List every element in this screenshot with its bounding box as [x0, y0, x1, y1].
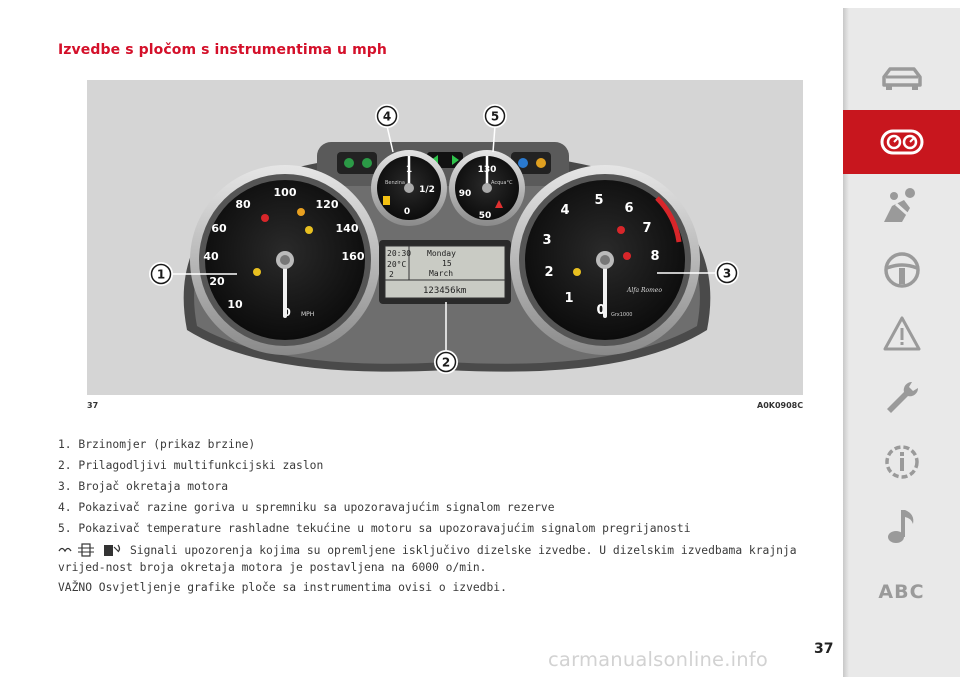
multifunction-display: 20:30 20°C 2 Monday 15 March 123456km [379, 240, 511, 304]
speedo-tick: 10 [227, 298, 243, 311]
tacho-unit: Grx1000 [611, 312, 632, 318]
page-number: 37 [814, 641, 834, 657]
speedometer: 100 80 120 60 140 40 160 20 10 0 MPH [190, 165, 380, 355]
instrument-panel-figure: 100 80 120 60 140 40 160 20 10 0 MPH [87, 80, 803, 395]
tachometer: 1 2 3 4 5 6 7 8 0 Alfa Romeo Grx1000 [510, 165, 700, 355]
warning-light-icon [297, 208, 305, 216]
turn-right-icon [452, 155, 459, 165]
check-engine-icon [573, 268, 581, 276]
sidebar-item-maintenance[interactable] [843, 366, 960, 430]
speedo-tick: 60 [211, 222, 227, 235]
callout-2: 2 [442, 356, 450, 370]
callout-4: 4 [383, 110, 391, 124]
warning-light-icon [253, 268, 261, 276]
tacho-tick: 7 [642, 221, 651, 236]
info-gear-icon [884, 445, 919, 479]
fuel-gauge: 1 1/2 0 Benzina [371, 150, 447, 226]
warning-light-icon [305, 226, 313, 234]
sidebar-item-car[interactable] [843, 46, 960, 110]
speedo-tick: 80 [235, 198, 251, 211]
fuel-tick: 0 [404, 207, 410, 217]
tacho-tick: 4 [560, 203, 569, 218]
sidebar-item-driving[interactable] [843, 238, 960, 302]
warning-light-icon [617, 226, 625, 234]
watermark: carmanualsonline.info [548, 648, 768, 671]
sidebar-item-warnings[interactable] [843, 302, 960, 366]
list-item: 4. Pokazivač razine goriva u spremniku s… [58, 501, 555, 514]
display-odometer: 123456km [423, 286, 466, 296]
sidebar-item-safety[interactable] [843, 174, 960, 238]
speedo-tick: 140 [336, 222, 359, 235]
page-heading: Izvedbe s pločom s instrumentima u mph [58, 42, 387, 58]
coolant-warning-icon [495, 200, 503, 208]
warning-triangle-icon [883, 316, 920, 351]
sidebar-item-technical-data[interactable] [843, 430, 960, 494]
list-item: 3. Brojač okretaja motora [58, 480, 229, 493]
tacho-tick: 0 [596, 303, 605, 318]
temp-label: Acqua°C [491, 180, 513, 186]
speedo-unit: MPH [301, 311, 314, 318]
display-time: 20:30 [387, 249, 411, 258]
index-label: ABC [878, 581, 925, 603]
steering-wheel-icon [883, 252, 920, 288]
display-gear: 2 [389, 270, 394, 279]
list-item: 5. Pokazivač temperature rashladne tekuć… [58, 522, 691, 535]
tacho-tick: 8 [650, 249, 659, 264]
fuel-tick: 1/2 [419, 185, 435, 195]
list-item: 2. Prilagodljivi multifunkcijski zaslon [58, 459, 324, 472]
speedo-tick: 0 [283, 306, 291, 319]
callout-5: 5 [491, 110, 499, 124]
instrument-panel-illustration: 100 80 120 60 140 40 160 20 10 0 MPH [149, 104, 739, 374]
sidebar-item-index[interactable]: ABC [843, 560, 960, 624]
important-note: VAŽNO Osvjetljenje grafike ploče sa inst… [58, 581, 507, 594]
sidebar-item-dashboard[interactable] [843, 110, 960, 174]
tacho-tick: 5 [594, 193, 603, 208]
tacho-tick: 3 [542, 233, 551, 248]
music-note-icon [887, 510, 913, 543]
tacho-tick: 1 [564, 291, 573, 306]
display-day: Monday [427, 249, 456, 258]
legend-list: 1. Brzinomjer (prikaz brzine) 2. Prilago… [58, 436, 818, 596]
figure-number: 37 [87, 401, 99, 410]
diesel-warning-icons [58, 543, 126, 561]
speedo-tick: 40 [203, 250, 219, 263]
water-in-fuel-icon [104, 544, 121, 556]
fuel-pump-icon [383, 196, 390, 205]
sidebar-item-multimedia[interactable] [843, 494, 960, 558]
diesel-note: Signali upozorenja kojima su opremljene … [58, 543, 797, 574]
figure-code: A0K0908C [757, 401, 804, 410]
tacho-brand: Alfa Romeo [626, 287, 662, 294]
list-item: 1. Brzinomjer (prikaz brzine) [58, 438, 256, 451]
callout-3: 3 [723, 267, 731, 281]
temperature-gauge: 130 90 50 Acqua°C [449, 150, 525, 226]
display-temp: 20°C [387, 260, 406, 269]
wrench-icon [886, 381, 918, 413]
car-icon [881, 67, 922, 90]
display-month: March [429, 269, 453, 278]
callout-1: 1 [157, 268, 165, 282]
temp-tick: 50 [479, 211, 492, 221]
seat-belt-icon [883, 188, 915, 222]
chapter-sidebar: ABC [843, 8, 960, 677]
temp-tick: 90 [459, 189, 472, 199]
glow-plug-icon [58, 547, 72, 553]
diesel-filter-icon [78, 543, 94, 557]
speedo-tick: 120 [316, 198, 339, 211]
tacho-tick: 6 [624, 201, 633, 216]
tacho-tick: 2 [544, 265, 553, 280]
speedo-tick: 20 [209, 275, 225, 288]
warning-light-icon [261, 214, 269, 222]
speedo-tick: 100 [274, 186, 297, 199]
fuel-label: Benzina [385, 180, 405, 186]
speedo-tick: 160 [342, 250, 365, 263]
warning-light-icon [623, 252, 631, 260]
dashboard-icon [880, 129, 923, 155]
display-date: 15 [442, 259, 452, 268]
